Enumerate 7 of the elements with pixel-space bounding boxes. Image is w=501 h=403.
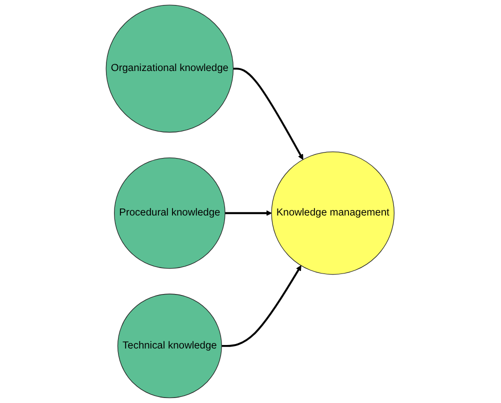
node-circle: Technical knowledge xyxy=(118,294,222,398)
node-circle: Organizational knowledge xyxy=(106,4,234,133)
node-circle: Procedural knowledge xyxy=(114,157,226,269)
arrow xyxy=(234,68,304,160)
node-circle: Knowledge management xyxy=(272,152,395,275)
arrow xyxy=(225,210,272,216)
arrow xyxy=(222,265,302,347)
